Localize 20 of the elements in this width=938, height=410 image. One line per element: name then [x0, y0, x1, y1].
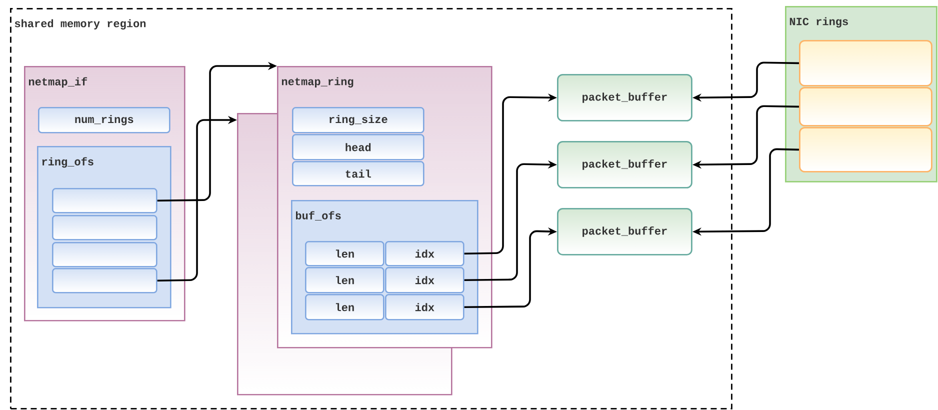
field-box: idx	[385, 267, 464, 294]
field-box	[52, 242, 158, 268]
field-box: idx	[385, 294, 464, 320]
field-box: len	[305, 267, 384, 294]
field-box	[52, 215, 158, 240]
field-box	[52, 268, 158, 294]
field-box	[52, 188, 158, 214]
field-box: len	[305, 241, 384, 266]
field-box: idx	[385, 241, 464, 266]
field-box: tail	[292, 161, 424, 186]
field-box: num_rings	[38, 107, 170, 134]
buffer-box: packet_buffer	[557, 74, 692, 122]
field-box: ring_size	[292, 107, 424, 134]
field-box: len	[305, 294, 384, 320]
ring-slot	[799, 127, 932, 172]
buffer-box: packet_buffer	[557, 208, 692, 256]
field-box: head	[292, 134, 424, 160]
ring-slot	[799, 40, 932, 86]
buffer-box: packet_buffer	[557, 141, 692, 188]
ring-slot	[799, 87, 932, 126]
